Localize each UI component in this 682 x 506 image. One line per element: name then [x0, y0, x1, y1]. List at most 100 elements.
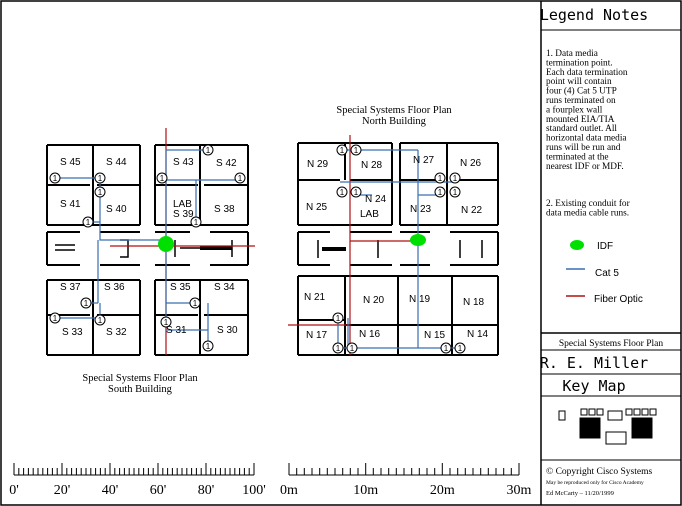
scale-label: 60' [150, 483, 167, 498]
data-point-marker: 1 [94, 186, 106, 198]
north-room-label: N 14 [467, 329, 489, 340]
meter-scale-bar [288, 463, 520, 476]
legend-idf-swatch [570, 240, 584, 250]
legend-note-line: standard outlet. All [546, 124, 617, 134]
data-point-marker: 1 [350, 186, 362, 198]
data-point-number: 1 [206, 342, 211, 351]
north-room-label: N 28 [361, 160, 383, 171]
key-map-schematic [558, 408, 657, 445]
north-lower-walls [297, 275, 499, 356]
south-room-label: S 30 [217, 325, 238, 336]
feet-scale-labels: 0'20'40'60'80'100' [9, 483, 266, 498]
south-room-label: S 31 [166, 325, 187, 336]
scale-label: 100' [242, 483, 266, 498]
data-point-marker: 1 [234, 172, 246, 184]
north-room-label: N 19 [409, 294, 431, 305]
legend-note-line: point will contain [546, 77, 612, 87]
legend-note-line: 1. Data media [546, 49, 598, 59]
north-room-label: N 27 [413, 155, 435, 166]
data-point-marker: 1 [440, 342, 452, 354]
south-cat5-upper [55, 149, 240, 243]
legend-note-line: terminated at the [546, 152, 608, 162]
data-point-marker: 1 [49, 312, 61, 324]
south-room-label: S 34 [214, 282, 235, 293]
south-room-label: S 37 [60, 282, 81, 293]
data-point-marker: 1 [346, 342, 358, 354]
legend-note-line: 2. Existing conduit for [546, 198, 631, 209]
scale-label: 40' [102, 483, 119, 498]
data-point-marker: 1 [202, 340, 214, 352]
legend-header: Legend Notes [540, 6, 648, 24]
north-right-upper-walls [399, 142, 499, 226]
data-point-number: 1 [53, 314, 58, 323]
south-right-upper-walls [154, 144, 249, 226]
south-room-label: S 35 [170, 282, 191, 293]
north-cat5-runs [337, 149, 460, 349]
data-point-number: 1 [354, 146, 359, 155]
south-room-label: S 43 [173, 157, 194, 168]
data-point-number: 1 [444, 344, 449, 353]
key-map-label: Key Map [562, 377, 625, 395]
data-point-number: 1 [53, 174, 58, 183]
data-point-number: 1 [336, 314, 341, 323]
south-corridor-walls [46, 231, 249, 266]
data-point-number: 1 [84, 299, 89, 308]
south-room-label: S 45 [60, 157, 81, 168]
data-point-marker: 1 [189, 297, 201, 309]
data-point-number: 1 [98, 174, 103, 183]
restriction-text: May be reproduced only for Cisco Academy [546, 479, 644, 486]
data-point-marker: 1 [94, 172, 106, 184]
north-room-label: N 20 [363, 295, 385, 306]
legend-note-line: data media cable runs. [546, 208, 629, 218]
north-room-label: N 15 [424, 330, 446, 341]
data-point-marker: 1 [434, 186, 446, 198]
scale-label: 30m [507, 483, 532, 498]
legend-idf-label: IDF [597, 241, 613, 252]
title-block-author: R. E. Miller [540, 354, 648, 372]
legend-note-line: runs will be run and [546, 143, 621, 153]
data-point-number: 1 [98, 188, 103, 197]
south-cat5-lower [55, 240, 209, 346]
south-room-label: S 38 [214, 204, 235, 215]
north-corridor-walls [297, 231, 499, 266]
legend-note-line: four (4) Cat 5 UTP [546, 86, 617, 97]
data-point-number: 1 [98, 316, 103, 325]
north-fiber-line [288, 135, 418, 355]
north-room-label: N 25 [306, 202, 328, 213]
data-point-number: 1 [86, 218, 91, 227]
south-room-label: S 41 [60, 199, 81, 210]
data-point-number: 1 [340, 188, 345, 197]
data-point-marker: 1 [350, 144, 362, 156]
south-right-lower-walls [154, 279, 249, 356]
south-room-label: S 32 [106, 327, 127, 338]
south-building [46, 144, 249, 356]
feet-scale-bar [13, 463, 255, 476]
data-point-number: 1 [164, 318, 169, 327]
south-room-label: S 33 [62, 327, 83, 338]
north-building [297, 142, 499, 356]
north-cat5-lower [337, 240, 460, 349]
data-point-number: 1 [453, 188, 458, 197]
north-title-line2: North Building [362, 116, 427, 127]
data-point-number: 1 [340, 146, 345, 155]
data-point-marker: 1 [156, 172, 168, 184]
data-point-marker: 1 [449, 186, 461, 198]
north-room-label: N 16 [359, 329, 381, 340]
data-point-marker: 1 [332, 342, 344, 354]
legend-note-line: Each data termination [546, 68, 628, 78]
legend-note-line: runs terminated on [546, 96, 616, 106]
scale-label: 20m [430, 483, 455, 498]
south-left-upper-walls [46, 144, 141, 226]
scale-label: 20' [54, 483, 71, 498]
copyright-text: © Copyright Cisco Systems [546, 466, 652, 477]
scale-label: 0m [280, 483, 298, 498]
legend-cat5-label: Cat 5 [595, 268, 619, 279]
data-point-marker: 1 [336, 144, 348, 156]
data-point-number: 1 [354, 188, 359, 197]
drafter-text: Ed McCarty – 11/20/1999 [546, 490, 614, 497]
data-point-number: 1 [238, 174, 243, 183]
north-title-line1: Special Systems Floor Plan [336, 105, 452, 116]
north-left-upper-walls [297, 142, 393, 226]
scale-label: 10m [353, 483, 378, 498]
